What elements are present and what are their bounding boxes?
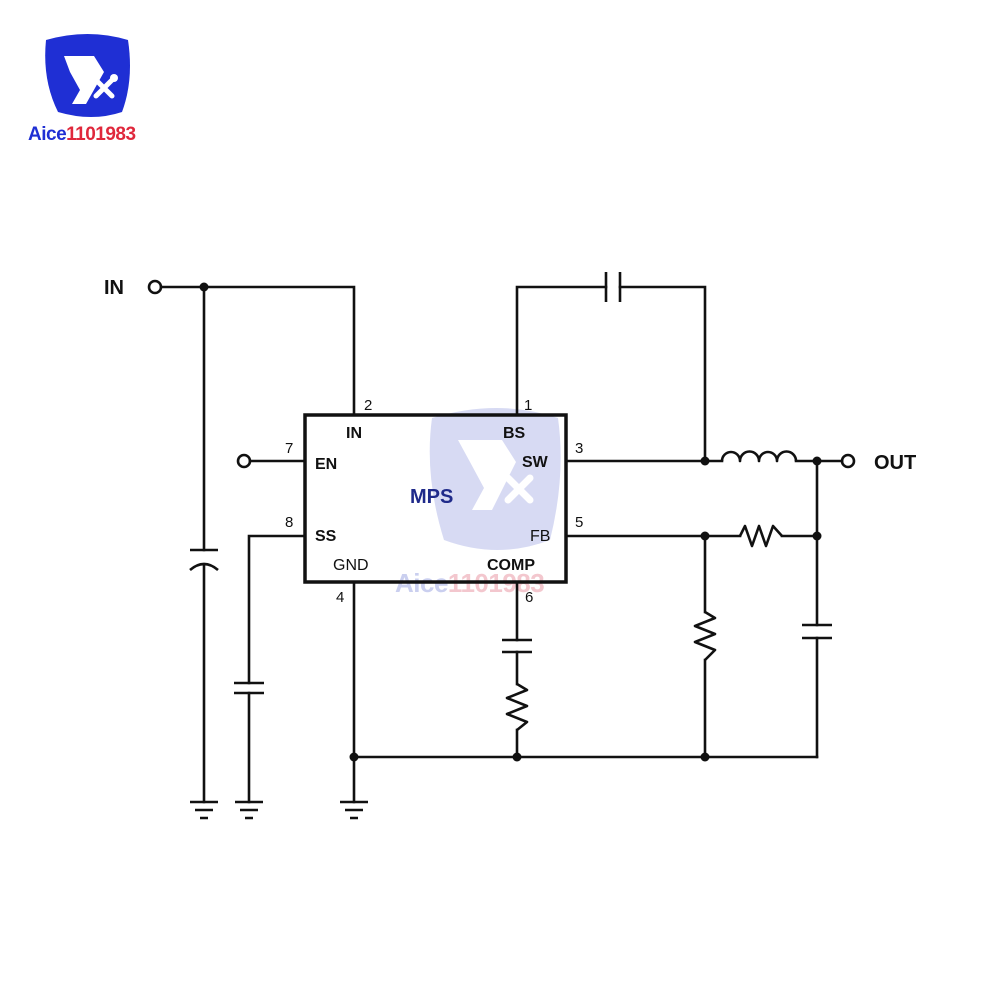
pin-number-1: 1 <box>524 397 532 414</box>
output-capacitor <box>802 623 832 640</box>
pin-name-en: EN <box>315 456 337 473</box>
logo-text-prefix: Aice <box>28 124 66 145</box>
brand-logo: Aice1101983 <box>28 34 136 145</box>
pin-name-bs: BS <box>503 425 526 442</box>
pin-name-ss: SS <box>315 528 337 545</box>
ground-input-cap <box>190 800 218 820</box>
input-terminal <box>147 279 163 295</box>
pin-number-8: 8 <box>285 514 293 531</box>
pin-name-gnd: GND <box>333 557 369 574</box>
pin-number-3: 3 <box>575 440 583 457</box>
output-inductor <box>720 450 798 463</box>
pin-number-4: 4 <box>336 589 344 606</box>
ground-chip <box>340 800 368 820</box>
logo-text-suffix: 1101983 <box>66 124 135 145</box>
wires <box>159 285 844 804</box>
compensation-resistor <box>505 682 529 732</box>
pin-number-2: 2 <box>364 397 372 414</box>
pin-name-in: IN <box>346 425 362 442</box>
ground-ss-cap <box>235 800 263 820</box>
enable-terminal <box>236 453 252 469</box>
bootstrap-capacitor <box>604 272 622 302</box>
output-net-label: OUT <box>874 452 916 474</box>
feedback-bottom-resistor <box>693 610 717 661</box>
input-net-label: IN <box>104 277 124 299</box>
pin-number-6: 6 <box>525 589 533 606</box>
ic-name: MPS <box>410 486 453 508</box>
pin-number-7: 7 <box>285 440 293 457</box>
feedback-top-resistor <box>738 524 783 548</box>
pin-name-sw: SW <box>522 454 549 471</box>
output-terminal <box>840 453 856 469</box>
pin-name-fb: FB <box>530 528 550 545</box>
svg-text:Aice1101983: Aice1101983 <box>28 124 136 145</box>
pin-number-5: 5 <box>575 514 583 531</box>
input-capacitor <box>189 548 219 572</box>
junctions <box>199 282 822 762</box>
pin-name-comp: COMP <box>487 557 535 574</box>
ic-body <box>303 413 568 584</box>
compensation-capacitor <box>502 638 532 654</box>
soft-start-capacitor <box>234 681 264 695</box>
